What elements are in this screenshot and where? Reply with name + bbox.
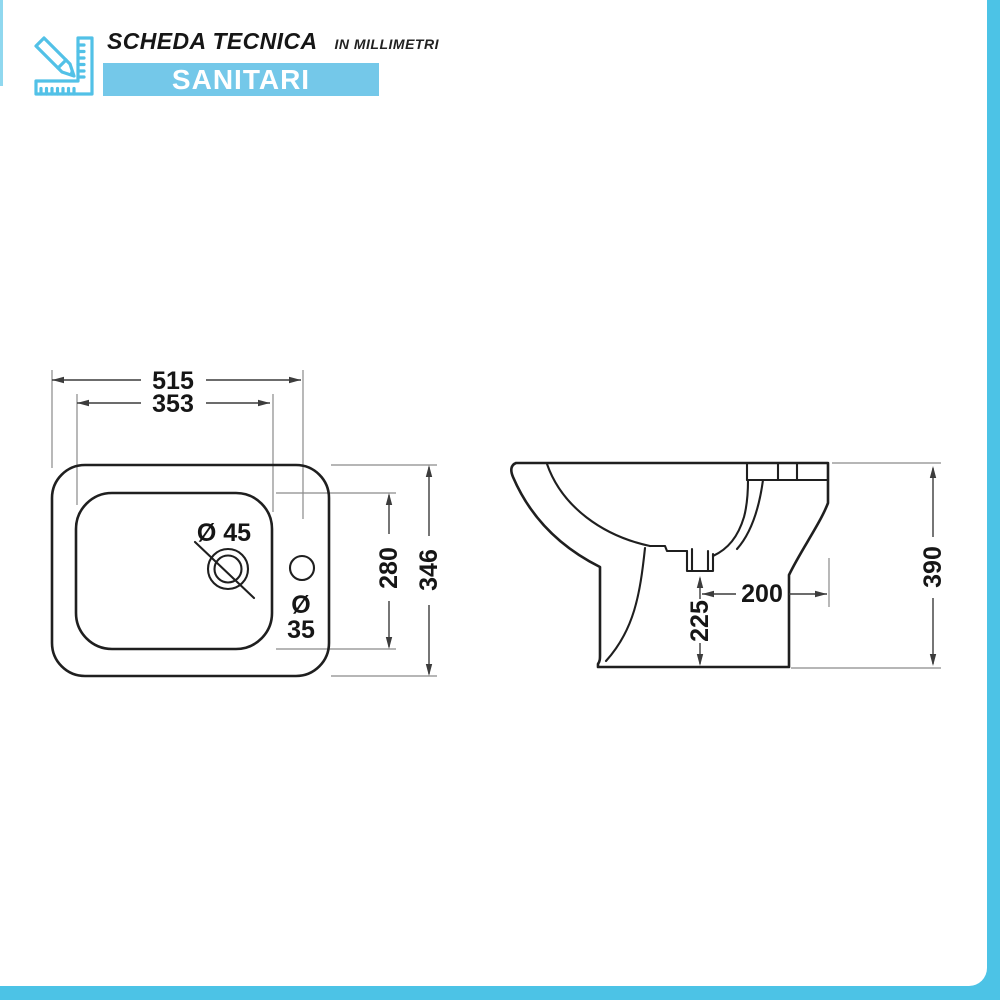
top-view-outer-rim: [50, 463, 331, 678]
dim-label-515: 515: [152, 367, 194, 395]
bidet-side-view: 200 225 390: [510, 461, 947, 669]
label-faucet-diameter: Ø 45: [197, 519, 251, 547]
page-title: SCHEDA TECNICA: [107, 28, 318, 54]
dim-drain-setback: 200: [702, 580, 827, 608]
dim-overall-height: 390: [919, 466, 947, 666]
side-view-outline: [510, 461, 830, 669]
dim-label-225: 225: [686, 600, 714, 642]
dim-drain-height: 225: [686, 576, 714, 666]
drain-hole: [288, 554, 316, 582]
label-drain-diameter: 35: [287, 616, 315, 644]
dim-label-346: 346: [415, 549, 443, 591]
faucet-hole-inner: [213, 554, 243, 584]
units-subtitle: IN MILLIMETRI: [334, 36, 439, 52]
top-view-inner-basin: [74, 491, 274, 651]
dim-label-200: 200: [741, 580, 783, 608]
accent-border-right: [987, 0, 1000, 1000]
category-badge-label: SANITARI: [171, 63, 311, 95]
dim-basin-depth: 280: [375, 493, 403, 649]
faucet-hole-slash: [193, 540, 256, 600]
dim-overall-width: 515: [52, 367, 301, 395]
dim-basin-width: 353: [77, 390, 270, 418]
faucet-hole-outer: [206, 547, 250, 591]
side-view-drain: [685, 549, 715, 573]
dim-label-390: 390: [919, 546, 947, 588]
sheet-header: SCHEDA TECNICA IN MILLIMETRI SANITARI: [0, 0, 1000, 120]
category-badge: SANITARI: [103, 63, 379, 96]
dim-label-280: 280: [375, 547, 403, 589]
dim-label-353: 353: [152, 390, 194, 418]
label-drain-diameter-symbol: Ø: [291, 591, 310, 619]
bidet-top-view: 515 353 280 346: [50, 367, 443, 678]
pencil-ruler-icon: [34, 36, 94, 96]
accent-border-top-left: [0, 0, 3, 86]
dim-overall-depth: 346: [415, 465, 443, 676]
accent-border-bottom: [0, 986, 1000, 1000]
